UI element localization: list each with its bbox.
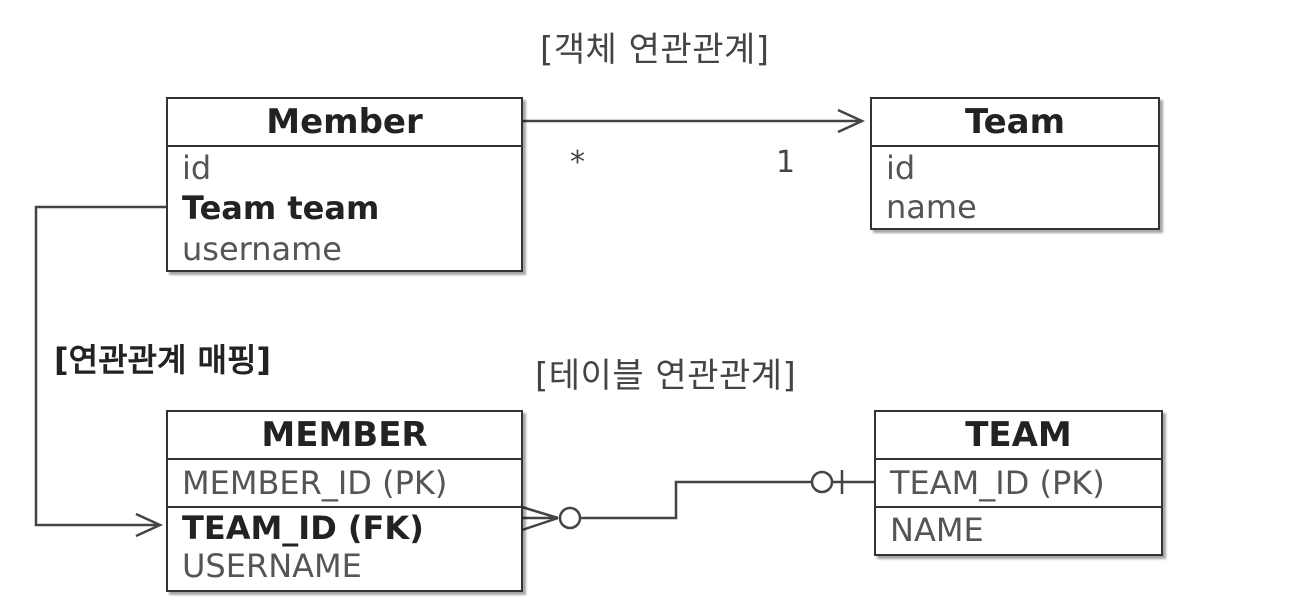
member-column-username: USERNAME (182, 547, 362, 585)
team-table-name: TEAM (876, 412, 1161, 460)
multiplicity-many: * (570, 145, 585, 180)
member-field-team: Team team (182, 189, 380, 227)
member-table-name: MEMBER (168, 412, 521, 460)
member-column-pk: MEMBER_ID (PK) (168, 460, 521, 508)
team-class-box: Team id name (870, 97, 1160, 230)
object-association-arrow (522, 108, 866, 134)
member-column-fk: TEAM_ID (FK) (182, 509, 424, 547)
er-relationship-line (521, 470, 875, 532)
multiplicity-one: 1 (776, 145, 796, 180)
member-class-name: Member (168, 99, 521, 147)
object-relations-title: [객체 연관관계] (540, 30, 770, 70)
mapping-arrow (34, 205, 167, 538)
member-class-box: Member id Team team username (166, 97, 523, 272)
member-table-box: MEMBER MEMBER_ID (PK) TEAM_ID (FK) USERN… (166, 410, 523, 592)
team-table-box: TEAM TEAM_ID (PK) NAME (874, 410, 1163, 556)
member-field-id: id (182, 149, 212, 187)
team-column-pk: TEAM_ID (PK) (876, 460, 1161, 508)
team-field-id: id (886, 149, 916, 187)
table-relations-title: [테이블 연관관계] (535, 356, 797, 396)
team-column-name: NAME (890, 511, 984, 549)
member-field-username: username (182, 230, 342, 268)
team-field-name: name (886, 188, 977, 226)
mapping-label: [연관관계 매핑] (54, 341, 272, 379)
team-class-name: Team (872, 99, 1158, 147)
